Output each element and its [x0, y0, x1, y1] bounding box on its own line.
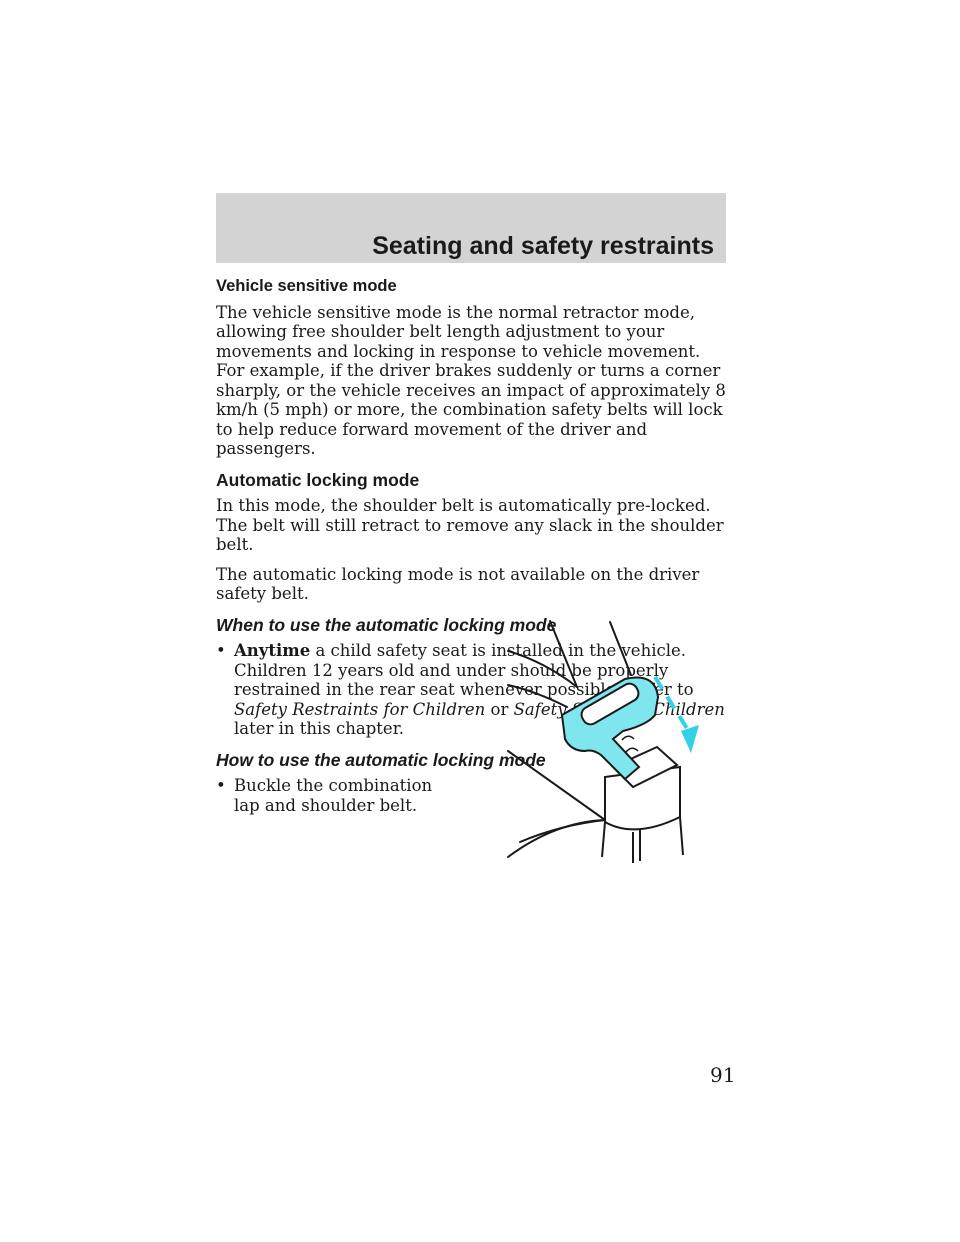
paragraph-vehicle-sensitive: The vehicle sensitive mode is the normal… — [216, 302, 726, 459]
seat-edge-line — [519, 819, 606, 843]
bullet-anytime-bold: Anytime — [234, 641, 311, 660]
page-number: 91 — [710, 1063, 736, 1087]
bullet-dot: • — [216, 641, 226, 660]
buckle-receiver-top — [611, 745, 679, 789]
chapter-title: Seating and safety restraints — [372, 232, 714, 260]
buckle-tongue-hole — [625, 747, 639, 753]
seat-edge-line — [507, 750, 606, 821]
shoulder-belt-line — [549, 620, 578, 688]
paragraph-automatic-locking-1: In this mode, the shoulder belt is autom… — [216, 496, 724, 554]
shoulder-belt-line — [609, 621, 632, 676]
insert-direction-arrow-line — [653, 675, 693, 737]
buckle-tongue-slot — [580, 682, 640, 726]
lap-belt-line — [507, 684, 568, 708]
seat-edge-line — [507, 819, 606, 858]
bullet-anytime-text-1: a child safety seat is installed in the … — [234, 641, 694, 699]
lap-belt-line — [507, 650, 578, 688]
buckle-receiver-stem — [601, 821, 606, 858]
bullet-dot: • — [216, 776, 226, 795]
chapter-header-bar: Seating and safety restraints — [216, 193, 726, 263]
bullet-anytime-text-2: later in this chapter. — [234, 719, 405, 738]
bullet-buckle-text: Buckle the combination lap and shoulder … — [234, 776, 433, 815]
buckle-receiver-stem — [679, 816, 684, 856]
heading-when-to-use: When to use the automatic locking mode — [216, 614, 557, 635]
heading-vehicle-sensitive-mode: Vehicle sensitive mode — [216, 277, 397, 295]
seat-belt-buckle-icon — [507, 620, 699, 863]
buckle-tongue — [560, 676, 660, 781]
buckle-tongue-hole — [621, 735, 635, 741]
bullet-buckle: • Buckle the combination lap and shoulde… — [216, 776, 456, 815]
reference-safety-restraints-for-children: Safety Restraints for Children — [234, 699, 486, 719]
paragraph-automatic-locking-2: The automatic locking mode is not availa… — [216, 564, 700, 604]
bullet-anytime-or: or — [485, 699, 514, 719]
heading-how-to-use: How to use the automatic locking mode — [216, 749, 546, 770]
heading-automatic-locking-mode: Automatic locking mode — [216, 469, 420, 490]
insert-direction-arrowhead — [681, 725, 699, 753]
